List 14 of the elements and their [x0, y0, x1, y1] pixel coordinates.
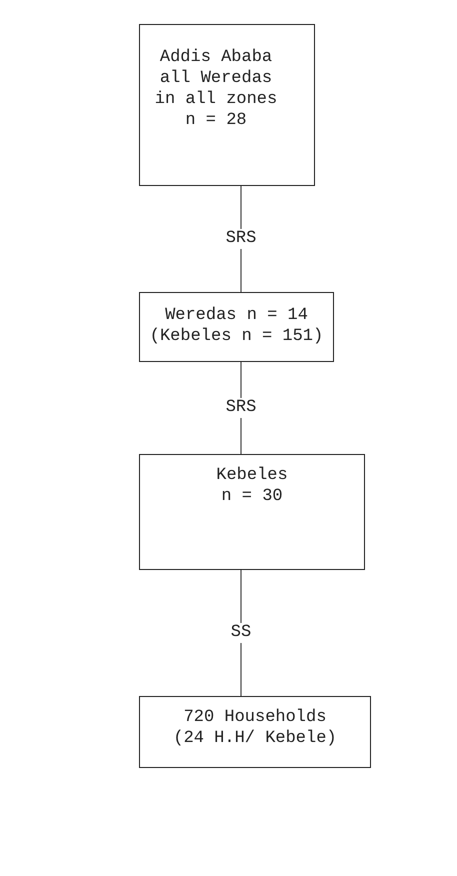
- process-box: [139, 24, 315, 186]
- edge-label: SRS: [224, 398, 258, 418]
- process-box: [139, 292, 334, 362]
- box-text: 720 Households: [184, 707, 326, 728]
- box-text: (Kebeles n = 151): [150, 326, 324, 347]
- box-text: (24 H.H/ Kebele): [173, 728, 337, 749]
- process-box: [139, 696, 371, 768]
- box-text: n = 28: [185, 110, 247, 131]
- box-text: Kebeles: [216, 465, 288, 486]
- edge-label: SRS: [224, 229, 258, 249]
- box-text: n = 30: [221, 486, 283, 507]
- box-text: Weredas n = 14: [165, 305, 308, 326]
- edge-label: SS: [228, 623, 254, 643]
- process-box: [139, 454, 365, 570]
